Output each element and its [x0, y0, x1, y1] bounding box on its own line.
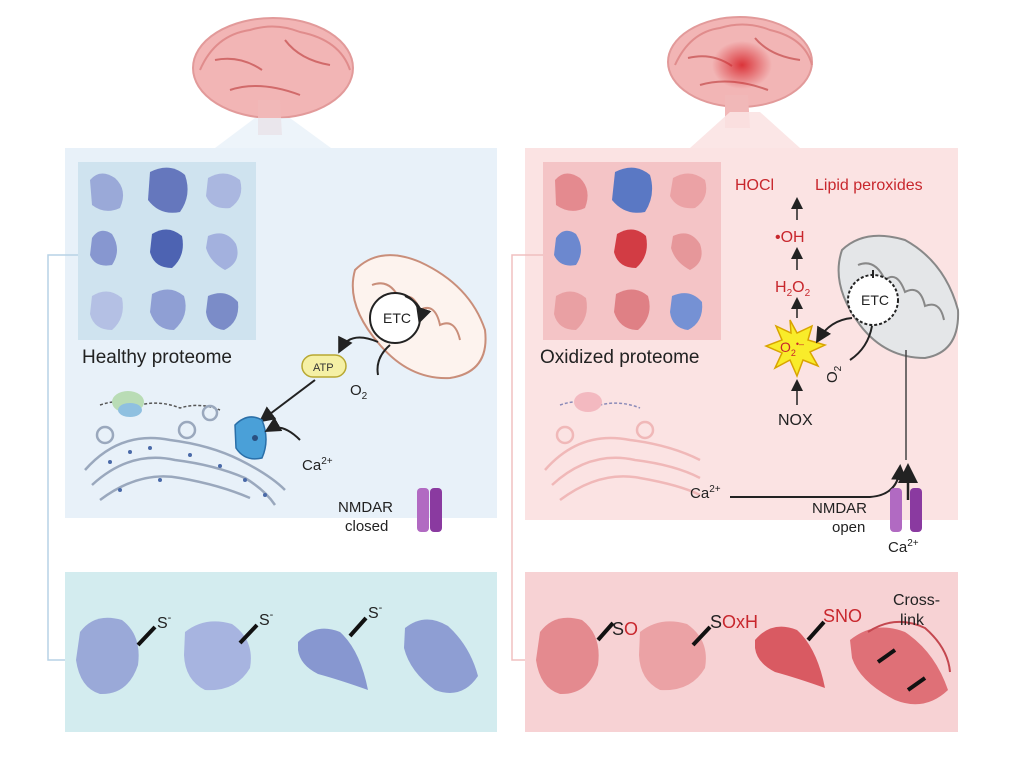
oxidized-o2-link [849, 325, 873, 361]
oxidized-modified-proteins [536, 617, 951, 705]
chaperone-protein-icon [234, 416, 267, 460]
nmdar-closed-icon [417, 488, 442, 532]
healthy-connector-line [47, 254, 78, 661]
oxidized-etc-label: ETC [861, 292, 889, 308]
healthy-er-ribosomes [108, 446, 267, 497]
nmdar-open-icon [890, 488, 922, 532]
mod-soxh-label: SOxH [710, 612, 758, 632]
oxidized-connector-line [511, 254, 543, 661]
healthy-etc-label: ETC [383, 310, 411, 326]
oxidized-ca-left-label: Ca2+ [690, 484, 721, 502]
healthy-zoom-wedge [215, 118, 331, 148]
healthy-nmdar-state: closed [345, 518, 388, 535]
healthy-proteome-label: Healthy proteome [82, 347, 232, 368]
crosslink-label-line1: Cross- [893, 592, 940, 609]
healthy-thiol-proteins [76, 617, 478, 695]
superoxide-burst-icon [764, 319, 828, 378]
superoxide-label: O2•– [780, 339, 804, 358]
healthy-o2-label: O2 [350, 382, 368, 402]
thiol-label-2: S- [259, 609, 274, 629]
atp-label: ATP [313, 362, 334, 374]
thiol-label-3: S- [368, 602, 383, 622]
healthy-etc-cycle-arrow [404, 295, 432, 324]
oxidized-proteome-label: Oxidized proteome [540, 347, 699, 368]
oxidized-modification-bonds [596, 620, 927, 692]
mod-so-label: SO [612, 619, 638, 639]
oxidized-zoom-wedge [690, 112, 800, 148]
thiol-label-1: S- [157, 612, 172, 632]
healthy-er-icon [84, 404, 286, 506]
healthy-ca-label: Ca2+ [302, 456, 333, 474]
healthy-proteome-proteins [90, 167, 242, 330]
oxidized-brain-icon [667, 16, 813, 128]
crosslink-label-line2: link [900, 612, 925, 629]
oxidized-er-icon [544, 420, 701, 502]
oxidized-ribosome-icon [559, 392, 641, 412]
hydroxyl-label: •OH [775, 229, 805, 246]
o2-link-arrow [376, 344, 391, 376]
etc-to-atp-arrow [338, 335, 379, 354]
ca-to-chaperone-arrow [264, 417, 301, 441]
healthy-ribosome-icon [99, 391, 221, 417]
oxidized-nmdar-label: NMDAR [812, 500, 867, 517]
oxidized-o2-label: O2 [824, 365, 844, 383]
atp-to-chaperone-arrow [258, 379, 316, 423]
healthy-nmdar-label: NMDAR [338, 499, 393, 516]
healthy-thiol-bonds [136, 616, 368, 647]
nox-label: NOX [778, 412, 813, 429]
healthy-brain-icon [192, 17, 354, 135]
mod-sno-label: SNO [823, 606, 862, 626]
etc-to-superoxide-arrow [815, 317, 853, 344]
oxidized-proteome-proteins [554, 167, 707, 330]
hocl-label: HOCl [735, 177, 774, 194]
h2o2-label: H2O2 [775, 279, 811, 299]
oxidized-nmdar-state: open [832, 519, 865, 536]
oxidized-ca-bottom-label: Ca2+ [888, 538, 919, 556]
lipid-peroxides-label: Lipid peroxides [815, 177, 923, 194]
atp-pill [301, 354, 347, 378]
